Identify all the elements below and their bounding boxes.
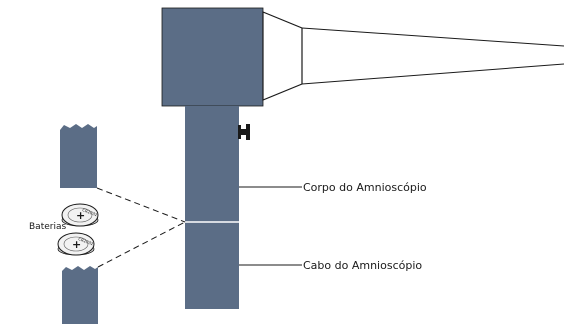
- battery-compartment-top: [60, 124, 97, 188]
- scope-cone-top-line: [301, 27, 564, 47]
- label-cabo: Cabo do Amnioscópio: [303, 259, 422, 272]
- coin-battery-top: + CR2032: [61, 203, 99, 227]
- explosion-lines: [96, 187, 186, 268]
- coin-inscription-bottom: CR2032: [78, 236, 95, 246]
- battery-compartment-bottom: [62, 266, 98, 324]
- coin-inscription-top: CR2032: [82, 207, 99, 217]
- switch-knob: [238, 124, 250, 140]
- scope-body: [185, 106, 239, 309]
- scope-cone-bottom-line: [301, 63, 564, 85]
- coin-plus-sign-bottom: +: [72, 238, 81, 251]
- scope-head: [161, 7, 264, 107]
- label-baterias: Baterias: [29, 222, 66, 232]
- scope-connector: [262, 11, 303, 101]
- label-corpo: Corpo do Amnioscópio: [303, 181, 427, 194]
- coin-battery-bottom: + CR2032: [57, 232, 95, 256]
- coin-plus-sign-top: +: [76, 209, 85, 222]
